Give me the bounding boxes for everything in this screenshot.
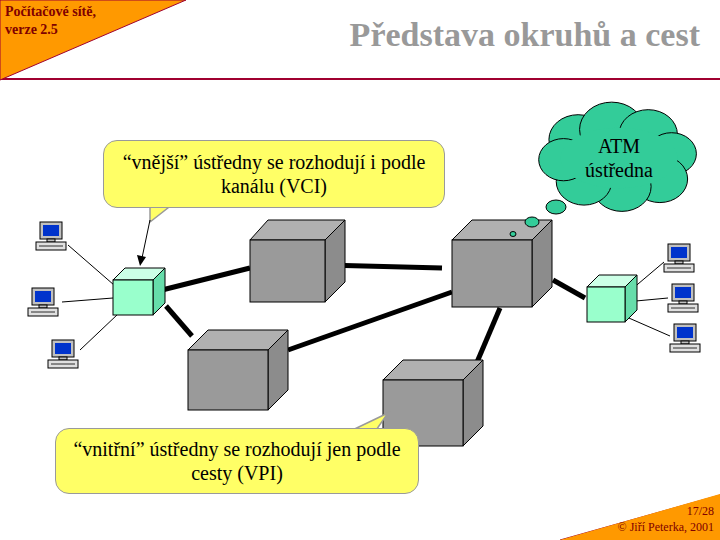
- atm-switch-cube: [188, 330, 288, 410]
- computer-icon: [28, 222, 700, 368]
- slide-title: Představa okruhů a cest: [350, 16, 700, 54]
- leader-arrowhead: [137, 255, 146, 266]
- node-text: “vnější” ústředny se rozhodují i podle k…: [116, 150, 432, 198]
- edge-switch-cube: [587, 275, 637, 322]
- heading-rule: [0, 78, 720, 80]
- node-text: © Jiří Peterka, 2001: [618, 520, 714, 534]
- thought-cloud: ATM ústředna: [546, 116, 692, 200]
- node-text: ATM ústředna: [564, 134, 674, 182]
- course-corner: Počítačové sítě, verze 2.5: [0, 0, 186, 80]
- node-text: 17/28: [687, 504, 714, 518]
- atm-switch-cube: [452, 220, 552, 307]
- leader-line: [142, 220, 150, 258]
- node-text: Počítačové sítě, verze 2.5: [5, 3, 125, 38]
- thought-bubble: [510, 200, 566, 237]
- atm-switch-cube: [250, 220, 345, 302]
- corner-rule: [560, 495, 720, 540]
- access-lines: [62, 245, 670, 350]
- thought-cloud-outline: [546, 116, 692, 200]
- page-corner: 17/28 © Jiří Peterka, 2001: [540, 494, 720, 540]
- callout-box: “vnější” ústředny se rozhodují i podle k…: [103, 140, 445, 208]
- node-text: “vnitřní” ústředny se rozhodují jen podl…: [68, 437, 406, 485]
- callout-box: “vnitřní” ústředny se rozhodují jen podl…: [55, 428, 419, 494]
- edge-switch-cube: [113, 268, 165, 315]
